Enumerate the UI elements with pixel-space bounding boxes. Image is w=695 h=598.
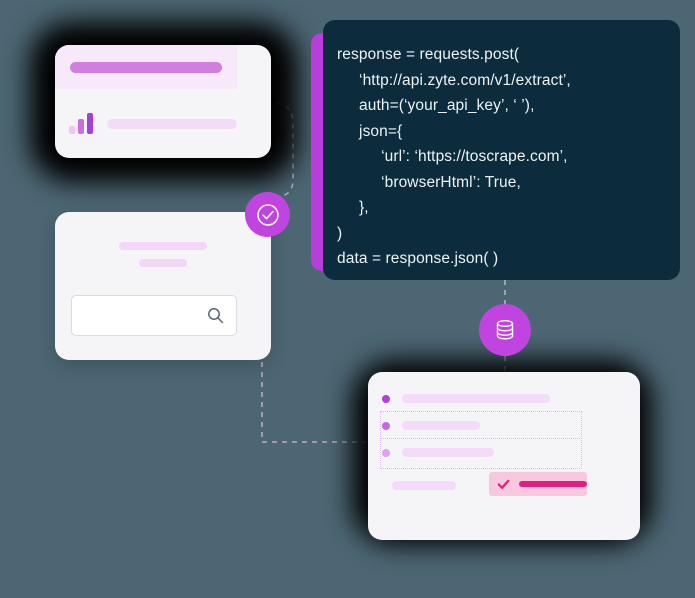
check-icon — [497, 479, 510, 489]
bullet-icon — [382, 448, 390, 457]
search-card-title-placeholder — [119, 242, 207, 250]
list-item[interactable] — [382, 394, 550, 403]
bullet-icon — [382, 394, 390, 403]
code-panel: response = requests.post( ‘http://api.zy… — [323, 20, 680, 280]
dotted-row-divider — [380, 438, 580, 439]
dotted-selection — [380, 411, 582, 469]
code-snippet: response = requests.post( ‘http://api.zy… — [337, 46, 571, 267]
validated-result-bar — [519, 481, 587, 487]
search-icon — [208, 308, 224, 324]
database-badge[interactable] — [479, 304, 531, 356]
database-icon — [496, 319, 514, 340]
list-item-placeholder — [402, 394, 550, 403]
extracted-data-card[interactable] — [368, 372, 640, 540]
bar-chart-icon — [69, 112, 93, 134]
analytics-card-body — [55, 89, 271, 158]
list-item-placeholder — [402, 448, 494, 457]
list-item[interactable] — [382, 421, 480, 430]
success-check-badge[interactable] — [245, 192, 290, 237]
list-item-placeholder — [402, 421, 480, 430]
check-circle-icon — [256, 203, 279, 226]
analytics-card-header — [55, 45, 237, 89]
header-title-placeholder — [70, 61, 222, 73]
metric-placeholder-line — [107, 118, 237, 129]
bullet-icon — [382, 421, 390, 430]
search-card-subtitle-placeholder — [139, 259, 187, 267]
analytics-card[interactable] — [55, 45, 271, 158]
search-card[interactable] — [55, 212, 271, 360]
list-item[interactable] — [382, 448, 494, 457]
footer-placeholder-bar — [392, 481, 456, 490]
validated-result[interactable] — [489, 472, 587, 496]
search-input[interactable] — [71, 295, 237, 336]
